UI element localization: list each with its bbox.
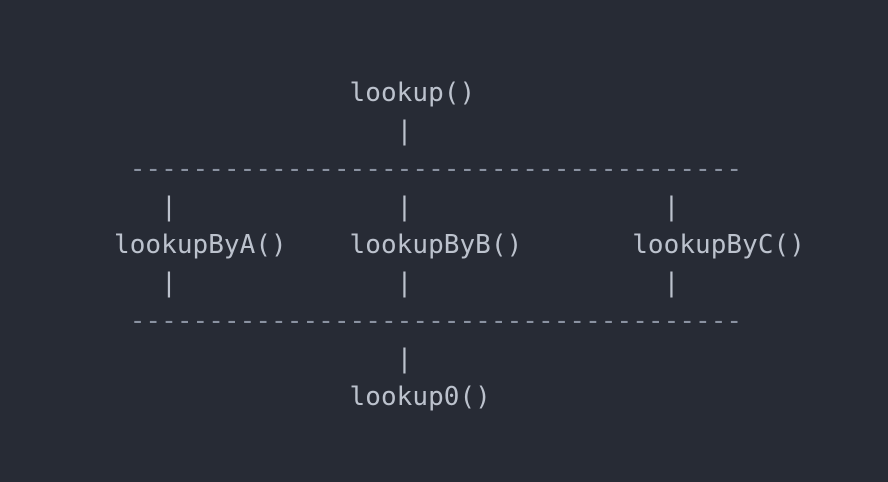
- root-node-label: lookup(): [114, 78, 476, 108]
- ascii-call-graph: lookup() | -----------------------------…: [114, 74, 805, 416]
- connector-pipes-row: | | |: [114, 268, 680, 298]
- divider-line-top: ---------------------------------------: [114, 154, 743, 184]
- sink-node-label: lookup0(): [114, 382, 491, 412]
- connector-pipes-row: | | |: [114, 192, 680, 222]
- connector-pipe: |: [114, 116, 413, 146]
- branch-node-labels: lookupByA() lookupByB() lookupByC(): [114, 230, 805, 260]
- divider-line-bottom: ---------------------------------------: [114, 306, 743, 336]
- connector-pipe: |: [114, 344, 413, 374]
